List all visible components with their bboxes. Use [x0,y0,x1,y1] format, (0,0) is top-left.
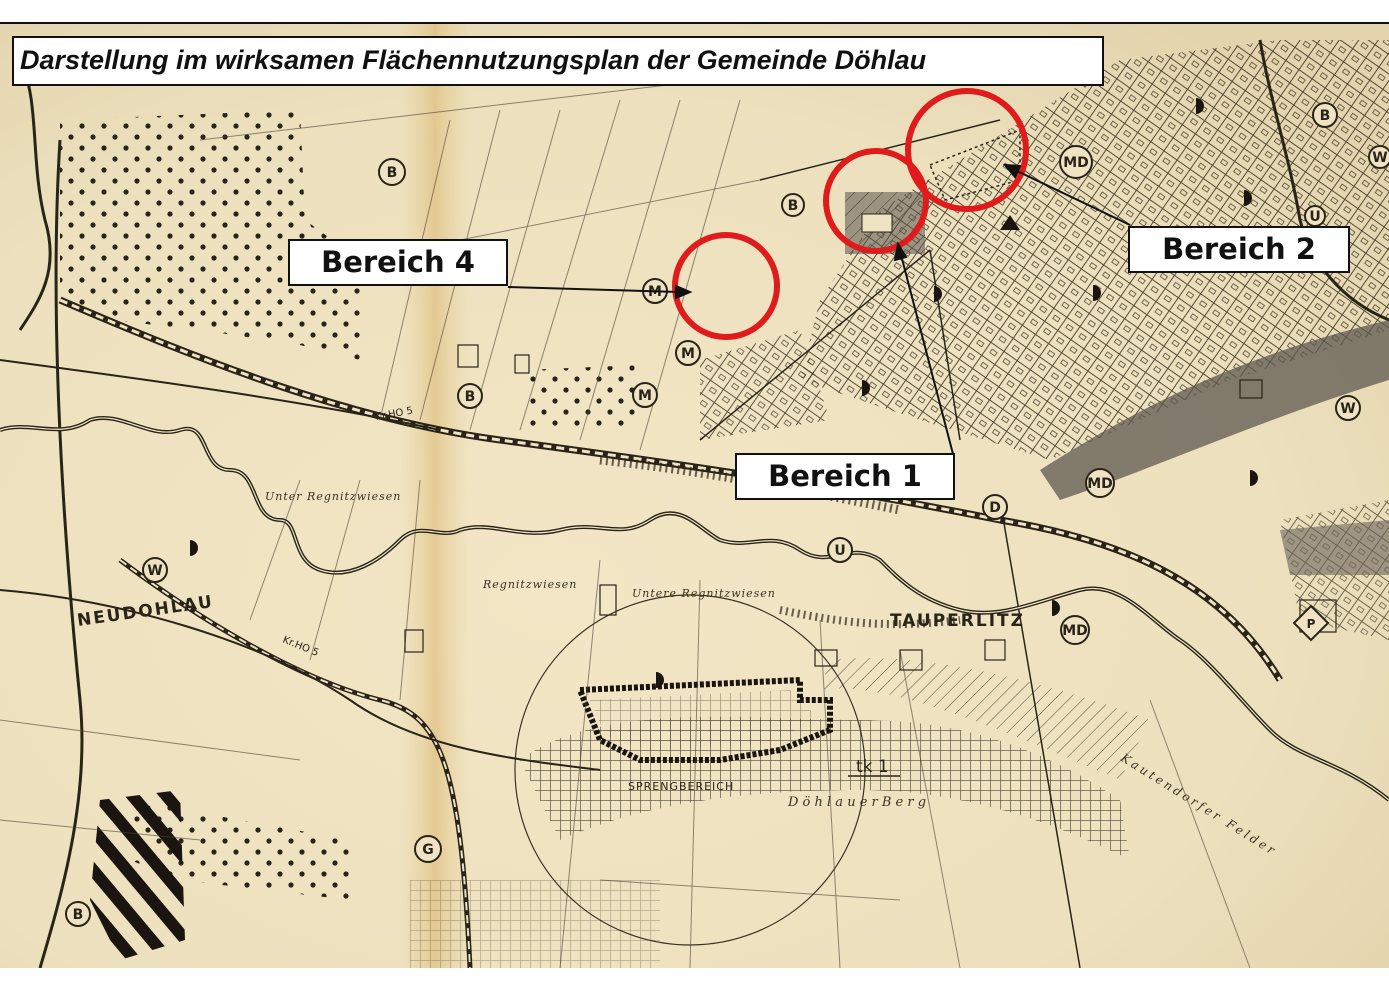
striped-area-south-west [90,790,185,960]
crosshatch-band-south [520,716,1130,860]
label-tauperlitz: TAUPERLITZ [890,611,1025,631]
highlight-circle-bereich-2 [905,88,1029,212]
svg-text:W: W [1340,401,1355,417]
shaded-band-east [1040,320,1389,500]
label-sprengbereich: SPRENGBEREICH [628,780,734,793]
leader-arrows [507,163,1131,455]
symbol-w-1: W [1368,145,1389,169]
label-regnitzwiesen: Regnitzwiesen [482,578,577,591]
svg-text:B: B [73,907,84,923]
svg-text:B: B [788,198,799,214]
callout-bereich-4: Bereich 4 [288,239,508,286]
symbol-b-5: B [65,901,91,927]
shaded-area-quellbach [1280,520,1389,575]
symbol-md-2: MD [1085,468,1115,498]
symbol-b-3: B [457,383,483,409]
symbol-md-1: MD [1059,145,1093,179]
road-west [38,139,84,968]
label-untere-regnitzwiesen: Untere Regnitzwiesen [632,587,776,600]
church-symbols [190,98,1258,688]
dotted-area-center [525,365,640,430]
svg-text:D: D [989,500,1001,516]
quarry-outline [575,676,833,763]
svg-text:MD: MD [1062,623,1088,639]
callout-bereich-1: Bereich 1 [735,453,955,500]
svg-text:MD: MD [1087,476,1113,492]
symbol-b-2: B [781,193,805,217]
label-tk1: tk 1 [856,757,889,777]
land-use-map: B B B B B M M M MD MD MD W W W U U G D P… [0,22,1389,968]
svg-text:MD: MD [1063,155,1089,171]
svg-text:B: B [465,389,476,405]
symbol-md-3: MD [1060,615,1090,645]
callout-bereich-2: Bereich 2 [1128,226,1350,273]
svg-text:G: G [422,842,434,858]
svg-text:M: M [681,346,695,362]
map-title: Darstellung im wirksamen Flächennutzungs… [12,36,1104,86]
symbol-g: G [414,835,442,863]
symbol-m-3: M [632,382,658,408]
symbol-u-1: U [827,537,853,563]
label-unter-regnitzwiesen: Unter Regnitzwiesen [265,490,401,503]
paper-fold [400,22,470,968]
svg-text:W: W [147,563,162,579]
svg-text:W: W [1372,150,1387,166]
sprengbereich-circle [514,594,866,946]
parcel-blocks [404,344,1337,671]
symbol-b-4: B [1312,102,1338,128]
dotted-area-north-west [60,110,360,360]
river-north-east [1258,39,1389,322]
symbol-w-2: W [1335,395,1361,421]
symbol-u-2: U [1304,205,1326,227]
svg-text:U: U [1309,209,1320,225]
symbol-b-1: B [378,158,406,186]
symbol-d: D [982,494,1008,520]
symbol-m-2: M [675,340,701,366]
svg-text:P: P [1307,617,1316,631]
symbol-w-3: W [142,557,168,583]
river-north-west [18,59,52,331]
svg-text:M: M [638,388,652,404]
highlight-circle-bereich-1 [823,148,929,254]
svg-text:B: B [1320,108,1331,124]
field-boundaries [0,59,1251,968]
label-doehlauer-berg: D ö h l a u e r B e r g [787,795,926,810]
svg-text:B: B [387,165,398,181]
dotted-area-south-west [130,800,350,900]
symbol-p: P [1292,604,1330,642]
svg-text:U: U [834,543,845,559]
hatched-band-south-east [820,658,1150,780]
